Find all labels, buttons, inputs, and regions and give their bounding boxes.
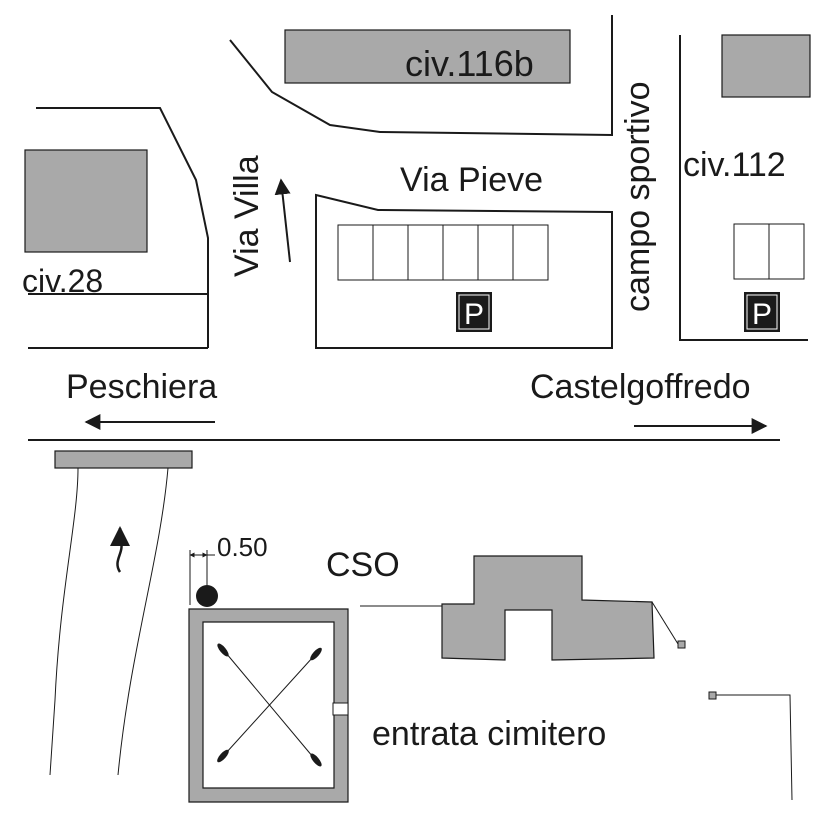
building-cso bbox=[441, 555, 655, 661]
building-civ-28 bbox=[24, 149, 148, 253]
building-civ-116b bbox=[284, 29, 571, 84]
label-campo-sportivo: campo sportivo bbox=[619, 81, 657, 312]
dimension-marker: 0.50 bbox=[189, 532, 268, 607]
cemetery: entrata cimitero bbox=[188, 608, 606, 803]
parking-slot bbox=[477, 224, 514, 281]
side-road-south bbox=[49, 450, 193, 776]
label-dimension: 0.50 bbox=[217, 532, 268, 562]
parking-slot bbox=[407, 224, 444, 281]
building-civ-112 bbox=[721, 34, 811, 98]
label-civ-112: civ.112 bbox=[683, 146, 786, 184]
small-marker bbox=[677, 640, 686, 649]
parking-sign-icon: P bbox=[744, 292, 780, 332]
label-via-pieve: Via Pieve bbox=[400, 161, 543, 199]
parking-slot bbox=[733, 223, 770, 280]
parking-sign-icon: P bbox=[456, 292, 492, 332]
parking-symbol: P bbox=[752, 298, 772, 331]
block-via-pieve-parking: Via Pieve P bbox=[315, 161, 613, 349]
main-road: Peschiera Castelgoffredo bbox=[28, 368, 780, 441]
parking-slot bbox=[372, 224, 409, 281]
cemetery-wall bbox=[188, 608, 349, 803]
label-via-villa: Via Villa bbox=[228, 155, 266, 277]
parking-slot bbox=[512, 224, 549, 281]
parking-symbol: P bbox=[464, 298, 484, 331]
bar-sign bbox=[54, 450, 193, 469]
parking-slots bbox=[337, 224, 549, 281]
crossed-torches-icon bbox=[217, 643, 322, 767]
cso-building bbox=[360, 555, 793, 801]
label-civ-28: civ.28 bbox=[22, 263, 103, 299]
label-cso: CSO bbox=[326, 546, 400, 584]
block-civ-112: civ.112 P bbox=[679, 34, 811, 341]
block-civ-28: civ.28 bbox=[22, 107, 209, 349]
cemetery-gate bbox=[332, 702, 349, 716]
label-civ-116b: civ.116b bbox=[405, 43, 534, 84]
parking-slot bbox=[442, 224, 479, 281]
direction-arrow-icon bbox=[110, 526, 130, 573]
label-castelgoffredo: Castelgoffredo bbox=[530, 368, 751, 406]
small-marker bbox=[708, 691, 717, 700]
block-civ-116b: civ.116b bbox=[229, 15, 613, 137]
label-entrata-cimitero: entrata cimitero bbox=[372, 715, 606, 753]
point-marker-icon bbox=[196, 585, 218, 607]
label-peschiera: Peschiera bbox=[66, 368, 217, 406]
parking-slot bbox=[337, 224, 374, 281]
parking-slot bbox=[768, 223, 805, 280]
direction-arrow-icon bbox=[274, 178, 291, 263]
